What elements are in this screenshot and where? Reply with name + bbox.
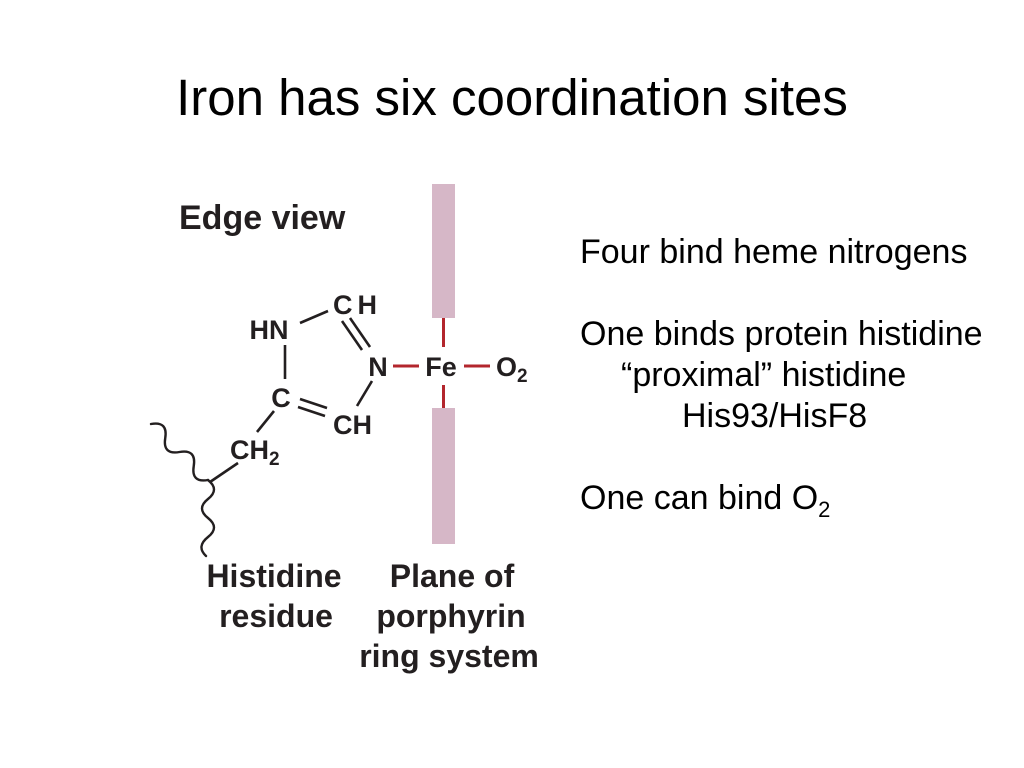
hn-ch-bond <box>299 309 329 325</box>
plane-label-line-2: porphyrin <box>376 598 525 634</box>
note-oxygen-binding: One can bind O2 <box>580 478 1020 522</box>
atom-o-subscript: 2 <box>517 366 528 387</box>
atom-fe: Fe <box>425 352 457 382</box>
ch2-backbone-bond <box>209 461 239 484</box>
backbone-wave-upper <box>149 422 210 482</box>
backbone-wave-lower <box>200 478 216 558</box>
oxygen-subscript: 2 <box>818 497 831 522</box>
atom-ch-top: CH <box>333 290 382 320</box>
atom-ch2-text: CH <box>230 435 269 465</box>
ch-n-double-bond-a <box>340 320 364 351</box>
atom-o: O <box>496 352 517 382</box>
histidine-label-line-2: residue <box>219 598 333 634</box>
porphyrin-plane-upper <box>432 184 455 318</box>
histidine-label-line-1: Histidine <box>206 558 341 594</box>
c-ch-double-bond-a <box>299 397 328 410</box>
atom-ch2-subscript: 2 <box>269 449 280 470</box>
atom-ch2: CH2 <box>230 435 280 470</box>
atom-hn: HN <box>250 315 289 345</box>
ch-n-double-bond-b <box>348 317 372 348</box>
plane-label-line-3: ring system <box>359 638 539 674</box>
coordination-notes: Four bind heme nitrogens One binds prote… <box>580 232 1020 522</box>
note-residue-numbering: His93/HisF8 <box>682 397 868 435</box>
atom-n: N <box>368 352 388 382</box>
note-heme-nitrogens: Four bind heme nitrogens <box>580 233 968 271</box>
note-protein-histidine: One binds protein histidine <box>580 315 983 353</box>
plane-label-line-1: Plane of <box>390 558 515 594</box>
edge-view-label: Edge view <box>179 199 346 237</box>
atom-c: C <box>271 383 291 413</box>
porphyrin-plane-lower <box>432 408 455 544</box>
c-ch-double-bond-b <box>297 405 326 418</box>
note-proximal-histidine: “proximal” histidine <box>621 356 907 394</box>
atom-ch-bottom: CH <box>333 410 372 440</box>
c-ch2-bond <box>255 410 276 433</box>
atom-o2: O2 <box>496 352 528 387</box>
n-ch-bond <box>355 380 374 407</box>
note-oxygen-binding-text: One can bind O <box>580 479 819 517</box>
slide-title: Iron has six coordination sites <box>176 69 848 126</box>
